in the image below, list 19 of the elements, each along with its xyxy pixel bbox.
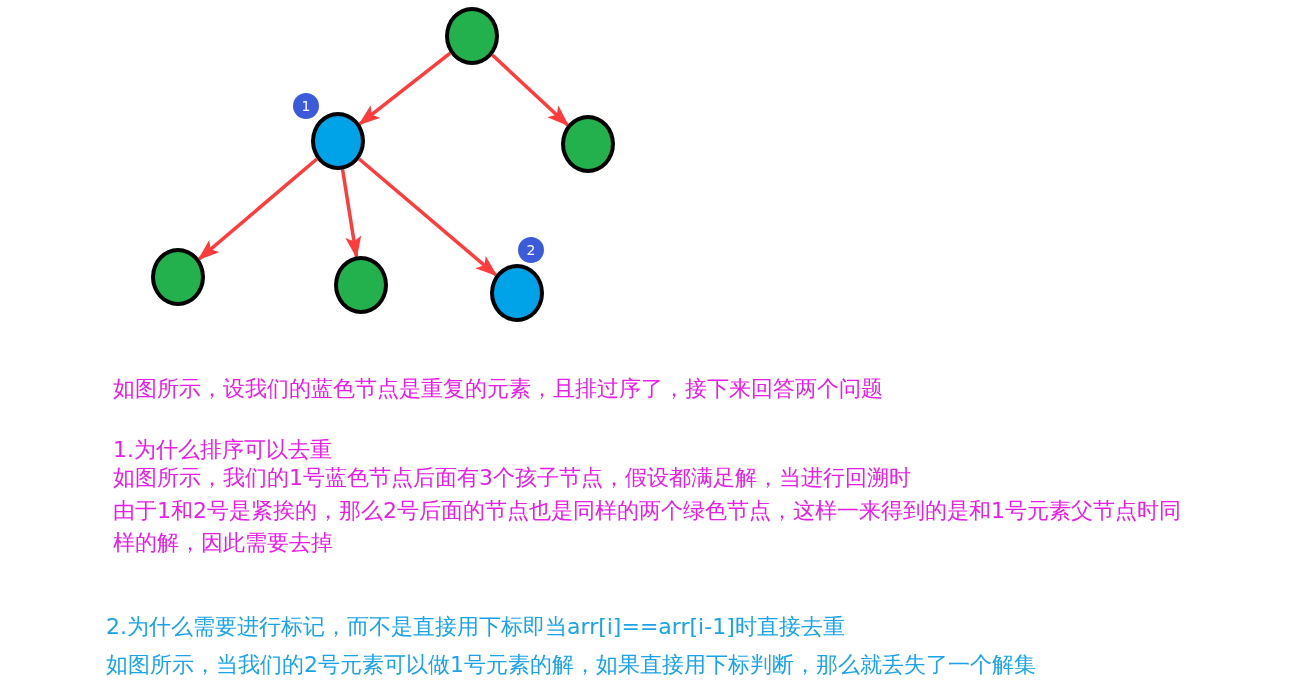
note-text: 由于1和2号是紧挨的，那么2号后面的节点也是同样的两个绿色节点，这样一来得到的是和1号元素父节点时同样的解，因此需要去掉 [113, 497, 1182, 557]
arrow [358, 157, 498, 277]
arrow [340, 169, 362, 259]
arrow [358, 51, 452, 126]
note-text: 2.为什么需要进行标记，而不是直接用下标即当arr[i]==arr[i-1]时直接去重 [106, 613, 846, 641]
tree-node [445, 7, 499, 65]
arrow [197, 157, 318, 261]
number-badge: 1 [293, 93, 319, 119]
note-text: 如图所示，我们的1号蓝色节点后面有3个孩子节点，假设都满足解，当进行回溯时 [113, 464, 912, 492]
arrow [491, 53, 570, 127]
tree-node [561, 115, 615, 173]
tree-node [311, 112, 365, 170]
tree-node [151, 248, 205, 306]
tree-node [334, 256, 388, 314]
number-badge: 2 [518, 237, 544, 263]
tree-node [490, 264, 544, 322]
note-text: 1.为什么排序可以去重 [113, 436, 333, 464]
note-text: 如图所示，当我们的2号元素可以做1号元素的解，如果直接用下标判断，那么就丢失了一个解集 [106, 651, 1037, 679]
note-text: 如图所示，设我们的蓝色节点是重复的元素，且排过序了，接下来回答两个问题 [113, 375, 884, 403]
